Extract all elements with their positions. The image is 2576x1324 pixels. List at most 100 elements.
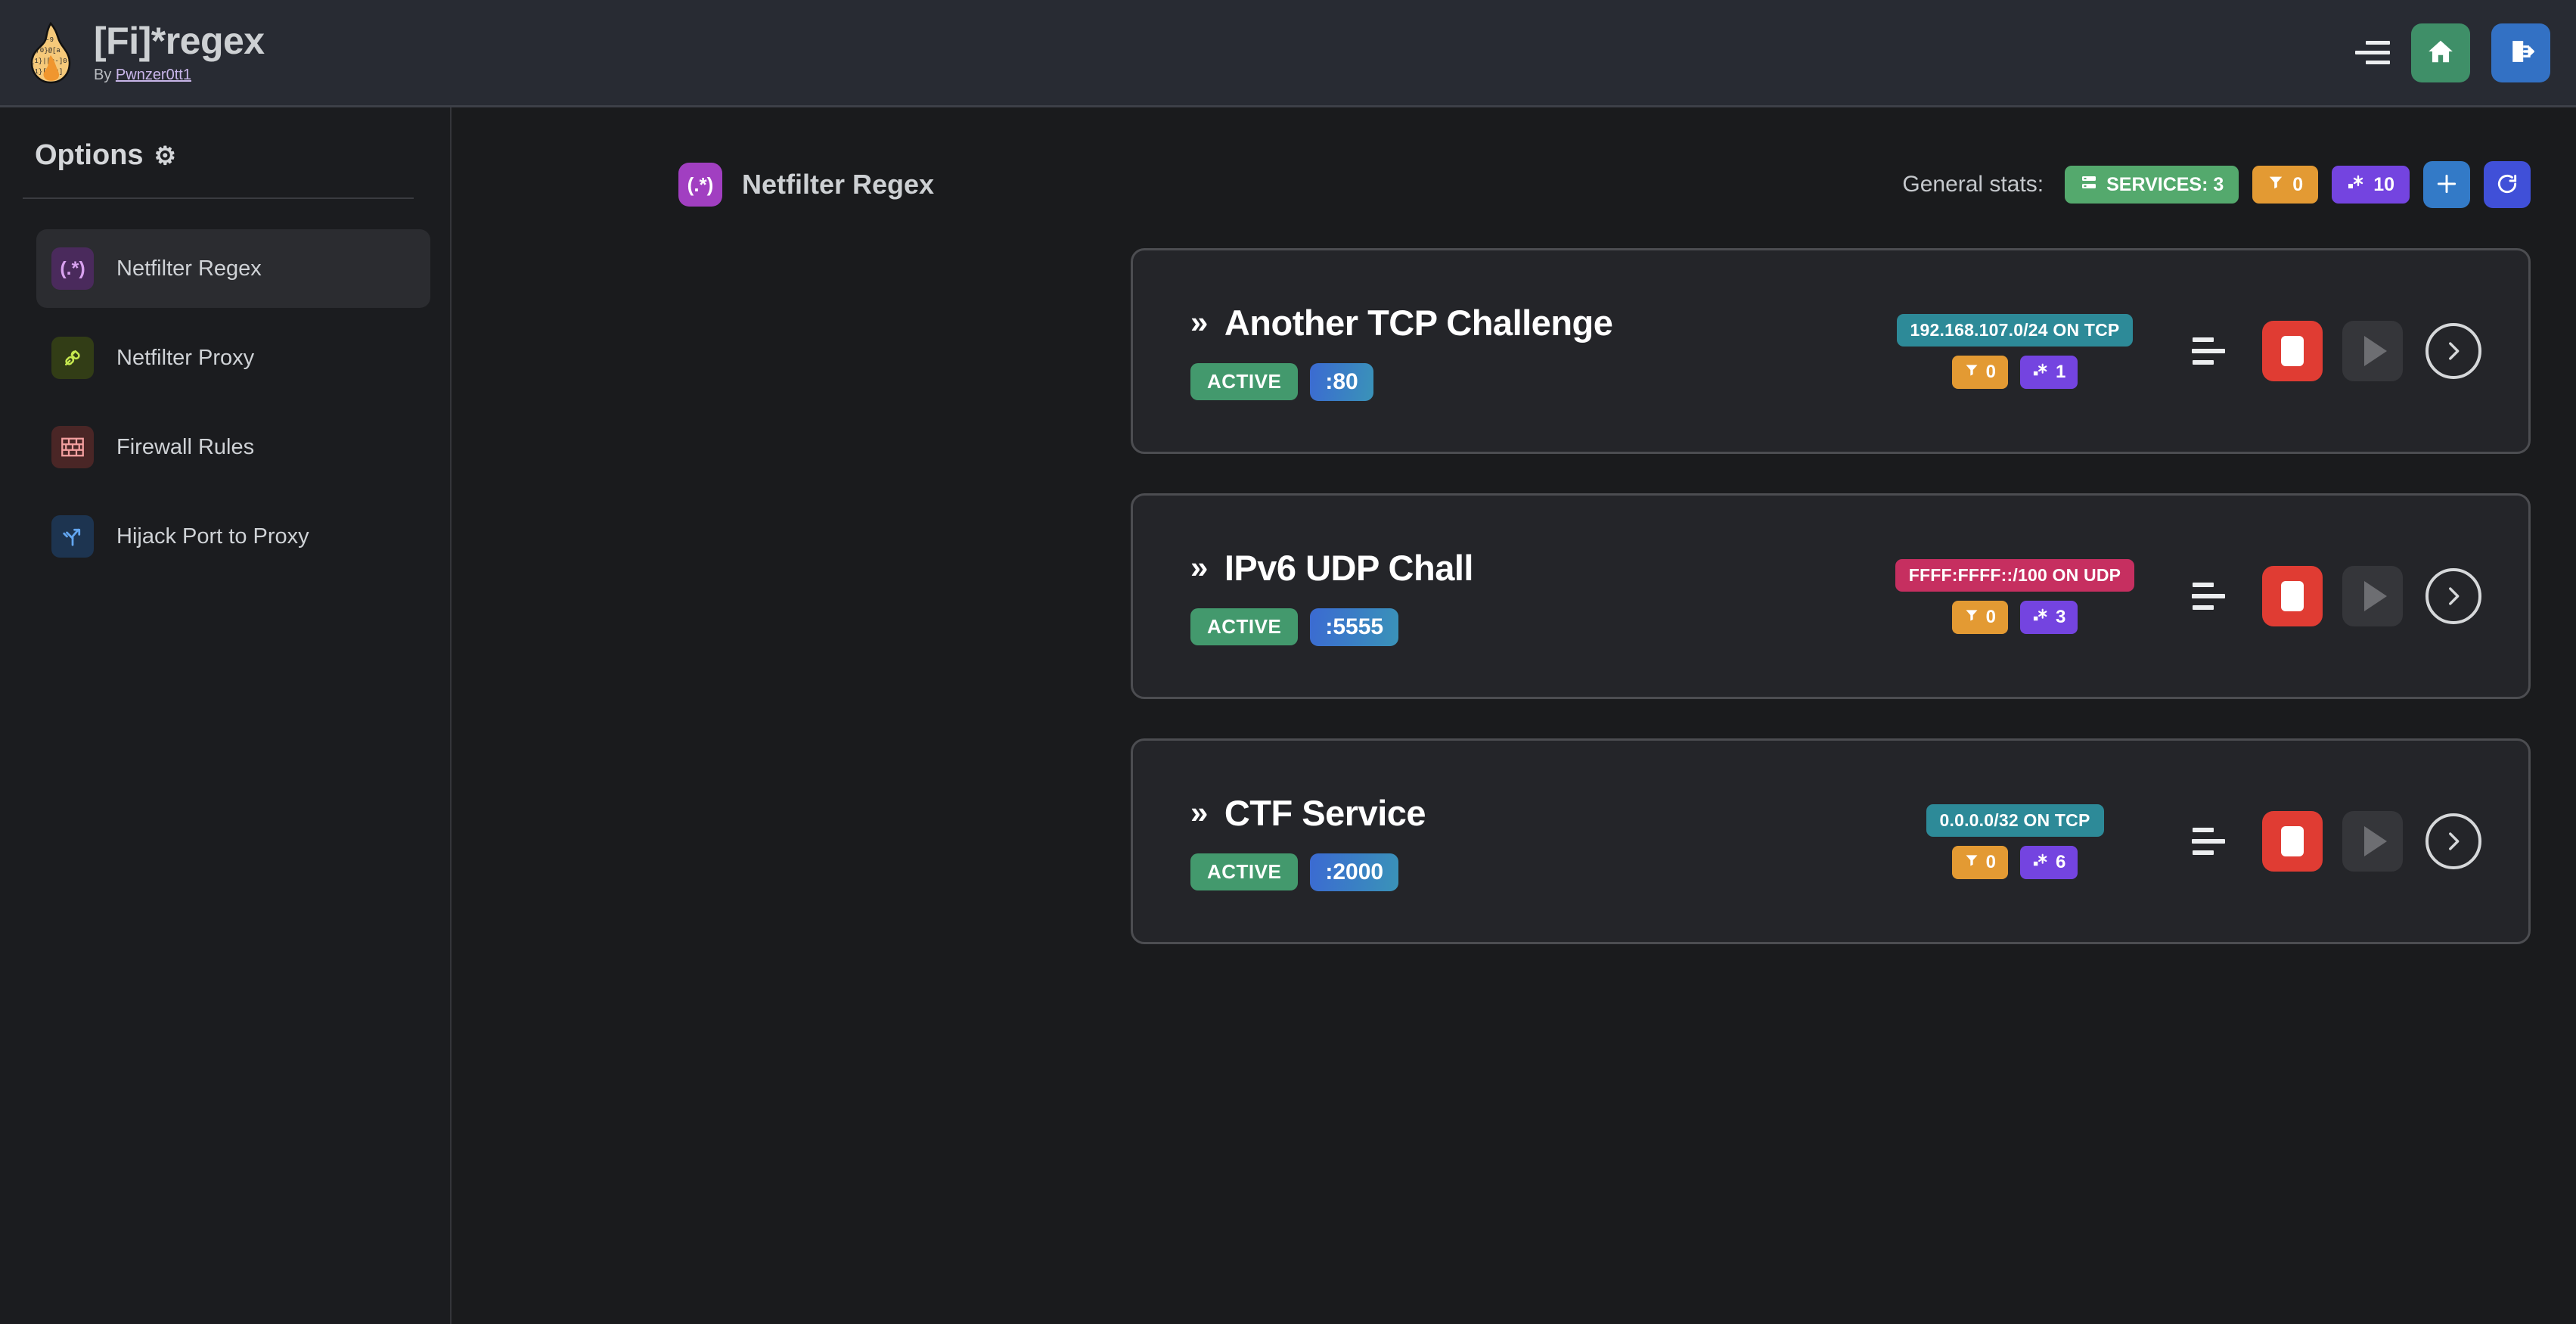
service-card[interactable]: » IPv6 UDP Chall ACTIVE :5555 FFFF:FFFF:… bbox=[1131, 493, 2531, 699]
stop-button[interactable] bbox=[2262, 321, 2323, 381]
regex-dot-star-icon bbox=[2032, 362, 2049, 383]
logout-icon bbox=[2506, 37, 2536, 68]
service-info: » CTF Service ACTIVE :2000 bbox=[1190, 792, 1426, 891]
settings-lines-icon[interactable] bbox=[2185, 828, 2232, 855]
svg-text:2,0}@[a: 2,0}@[a bbox=[32, 47, 61, 54]
play-icon bbox=[2363, 336, 2387, 366]
home-button[interactable] bbox=[2411, 23, 2470, 82]
regex-dot-star-icon bbox=[2032, 607, 2049, 628]
plus-icon bbox=[2435, 172, 2459, 198]
status-badge: ACTIVE bbox=[1190, 608, 1299, 645]
regex-icon: (.*) bbox=[51, 247, 94, 290]
service-controls: 0.0.0.0/32 ON TCP 0 6 bbox=[1890, 803, 2481, 879]
service-list: » Another TCP Challenge ACTIVE :80 192.1… bbox=[1131, 248, 2531, 944]
sidebar-item-firewall-rules[interactable]: Firewall Rules bbox=[36, 408, 430, 486]
app-author-line: By Pwnzer0tt1 bbox=[94, 67, 265, 84]
main-content: (.*) Netfilter Regex General stats: SERV… bbox=[452, 107, 2576, 1324]
network-badge: 192.168.107.0/24 ON TCP bbox=[1896, 313, 2134, 347]
stop-icon bbox=[2281, 336, 2304, 366]
filter-count-label: 0 bbox=[1985, 606, 1996, 627]
sidebar-item-hijack-port-to-proxy[interactable]: Hijack Port to Proxy bbox=[36, 497, 430, 576]
service-name: IPv6 UDP Chall bbox=[1224, 547, 1474, 588]
hamburger-icon[interactable] bbox=[2355, 38, 2390, 68]
regex-count-label: 6 bbox=[2056, 851, 2066, 872]
network-badge: 0.0.0.0/32 ON TCP bbox=[1926, 803, 2104, 837]
general-stats: General stats: SERVICES: 3 0 10 bbox=[1902, 161, 2531, 208]
sidebar-title-label: Options bbox=[35, 139, 144, 171]
network-info: 0.0.0.0/32 ON TCP 0 6 bbox=[1890, 803, 2140, 879]
chevron-right-circle-icon bbox=[2441, 338, 2466, 364]
stat-services-label: SERVICES: 3 bbox=[2106, 173, 2224, 195]
details-button[interactable] bbox=[2425, 323, 2481, 379]
port-badge: :2000 bbox=[1310, 853, 1399, 891]
network-info: 192.168.107.0/24 ON TCP 0 1 bbox=[1890, 313, 2140, 389]
regex-icon: (.*) bbox=[678, 163, 722, 207]
regex-count-badge: 1 bbox=[2020, 355, 2078, 389]
by-label: By bbox=[94, 66, 116, 83]
regex-count-label: 3 bbox=[2056, 606, 2066, 627]
network-info: FFFF:FFFF::/100 ON UDP 0 3 bbox=[1890, 558, 2140, 634]
stop-button[interactable] bbox=[2262, 811, 2323, 872]
filter-icon bbox=[2267, 174, 2284, 196]
refresh-button[interactable] bbox=[2484, 161, 2531, 208]
service-status-row: ACTIVE :80 bbox=[1190, 362, 1612, 401]
refresh-icon bbox=[2495, 172, 2519, 198]
filter-count-label: 0 bbox=[1985, 361, 1996, 382]
details-button[interactable] bbox=[2425, 813, 2481, 869]
stat-regexes-badge: 10 bbox=[2332, 166, 2410, 204]
play-button[interactable] bbox=[2342, 811, 2403, 872]
chevron-right-circle-icon bbox=[2441, 583, 2466, 609]
service-title: » IPv6 UDP Chall bbox=[1190, 547, 1473, 589]
filter-icon bbox=[1964, 607, 1979, 628]
settings-lines-icon[interactable] bbox=[2185, 337, 2232, 365]
status-badge: ACTIVE bbox=[1190, 363, 1299, 400]
stat-filters-badge: 0 bbox=[2252, 166, 2319, 204]
brick-wall-icon bbox=[51, 426, 94, 468]
logout-button[interactable] bbox=[2491, 23, 2550, 82]
stop-icon bbox=[2281, 826, 2304, 856]
play-button[interactable] bbox=[2342, 321, 2403, 381]
service-status-row: ACTIVE :5555 bbox=[1190, 608, 1473, 646]
service-controls: 192.168.107.0/24 ON TCP 0 1 bbox=[1890, 313, 2481, 389]
chevron-right-circle-icon bbox=[2441, 828, 2466, 854]
regex-count-badge: 6 bbox=[2020, 845, 2078, 879]
sidebar-title: Options ⚙ bbox=[0, 107, 450, 172]
service-counters: 0 1 bbox=[1951, 355, 2078, 389]
sidebar-item-netfilter-proxy[interactable]: Netfilter Proxy bbox=[36, 319, 430, 397]
page-title: Netfilter Regex bbox=[742, 169, 935, 200]
regex-dot-star-icon bbox=[2032, 852, 2049, 873]
play-button[interactable] bbox=[2342, 566, 2403, 626]
home-icon bbox=[2425, 37, 2456, 68]
service-card[interactable]: » Another TCP Challenge ACTIVE :80 192.1… bbox=[1131, 248, 2531, 454]
add-service-button[interactable] bbox=[2423, 161, 2470, 208]
regex-dot-star-icon bbox=[2347, 174, 2365, 196]
details-button[interactable] bbox=[2425, 568, 2481, 624]
service-counters: 0 3 bbox=[1951, 600, 2078, 634]
regex-count-label: 1 bbox=[2056, 361, 2066, 382]
service-controls: FFFF:FFFF::/100 ON UDP 0 3 bbox=[1890, 558, 2481, 634]
service-card[interactable]: » CTF Service ACTIVE :2000 0.0.0.0/32 ON… bbox=[1131, 738, 2531, 944]
stop-icon bbox=[2281, 581, 2304, 611]
stat-services-badge: SERVICES: 3 bbox=[2065, 166, 2239, 204]
sidebar-item-label: Hijack Port to Proxy bbox=[116, 524, 309, 549]
service-counters: 0 6 bbox=[1951, 845, 2078, 879]
sidebar-item-netfilter-regex[interactable]: (.*) Netfilter Regex bbox=[36, 229, 430, 308]
header-actions bbox=[2355, 23, 2576, 82]
service-title: » Another TCP Challenge bbox=[1190, 302, 1613, 343]
service-info: » Another TCP Challenge ACTIVE :80 bbox=[1190, 302, 1613, 401]
plug-icon bbox=[51, 337, 94, 379]
filter-count-badge: 0 bbox=[1951, 845, 2008, 879]
settings-lines-icon[interactable] bbox=[2185, 583, 2232, 610]
app-title: [Fi]*regex bbox=[94, 19, 265, 62]
author-link[interactable]: Pwnzer0tt1 bbox=[115, 66, 191, 83]
regex-icon-glyph: (.*) bbox=[687, 172, 714, 196]
port-badge: :5555 bbox=[1310, 608, 1399, 646]
port-badge: :80 bbox=[1310, 362, 1373, 401]
sidebar-divider bbox=[23, 197, 414, 199]
play-icon bbox=[2363, 826, 2387, 856]
stat-filters-label: 0 bbox=[2292, 173, 2304, 195]
stop-button[interactable] bbox=[2262, 566, 2323, 626]
brand: -z0-9 2,0}@[a {1}|[a-]0-9] {1}[a-z] [Fi]… bbox=[0, 19, 265, 84]
app-header: -z0-9 2,0}@[a {1}|[a-]0-9] {1}[a-z] [Fi]… bbox=[0, 0, 2576, 107]
sidebar-nav: (.*) Netfilter Regex Netfilter Proxy Fir… bbox=[0, 229, 450, 576]
